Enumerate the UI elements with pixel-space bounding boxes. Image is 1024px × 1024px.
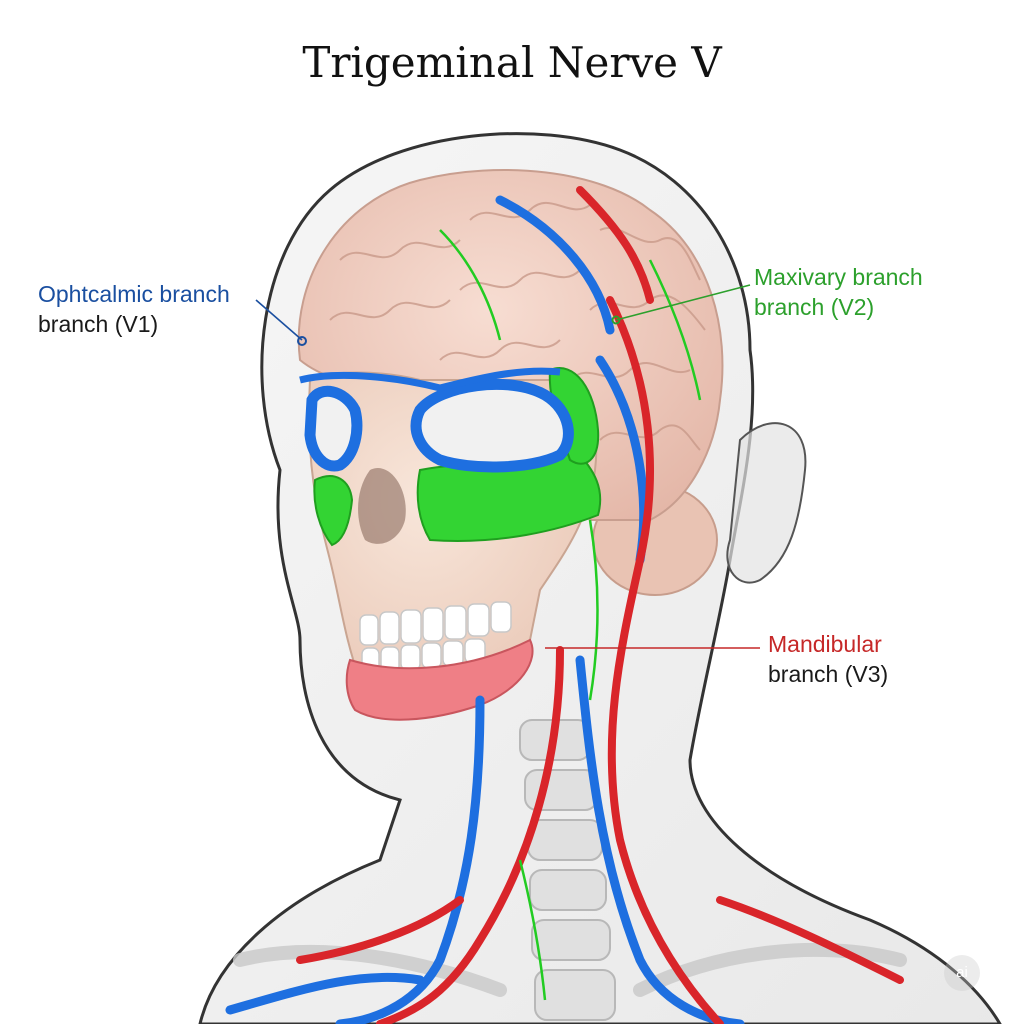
brow-nerve: [299, 367, 561, 392]
orbits: [304, 378, 574, 473]
green-nerves: [439, 229, 702, 1001]
ophthalmic-leader-dot: [297, 336, 307, 346]
ophthalmic-label-line2: branch (V1): [38, 311, 159, 337]
maxillary-region: [308, 367, 602, 547]
watermark: ai: [944, 955, 980, 991]
maxillary-label-line1: Maxivary branch: [754, 264, 923, 290]
ophthalmic-branch-label: Ophtcalmic branch branch (V1): [38, 279, 230, 339]
maxillary-leader-line: [615, 284, 751, 321]
mandibular-label-line2: branch (V3): [768, 661, 889, 687]
page-title: Trigeminal Nerve V: [302, 38, 722, 87]
mandibular-branch-label: Mandibular branch (V3): [768, 629, 888, 689]
mandible-gum: [345, 638, 534, 721]
lower-teeth: [361, 638, 486, 673]
ophthalmic-leader-line: [255, 299, 303, 341]
maxillary-branch-label: Maxivary branch branch (V2): [754, 262, 923, 322]
ophthalmic-label-line1: Ophtcalmic branch: [38, 281, 230, 307]
ear: [726, 422, 807, 584]
nasal-cavity: [358, 468, 406, 544]
red-arteries: [296, 186, 904, 1024]
maxillary-leader-dot: [611, 315, 621, 325]
upper-teeth: [359, 601, 512, 646]
maxillary-label-line2: branch (V2): [754, 294, 875, 320]
clavicles: [233, 943, 907, 997]
mandibular-label-line1: Mandibular: [768, 631, 882, 657]
